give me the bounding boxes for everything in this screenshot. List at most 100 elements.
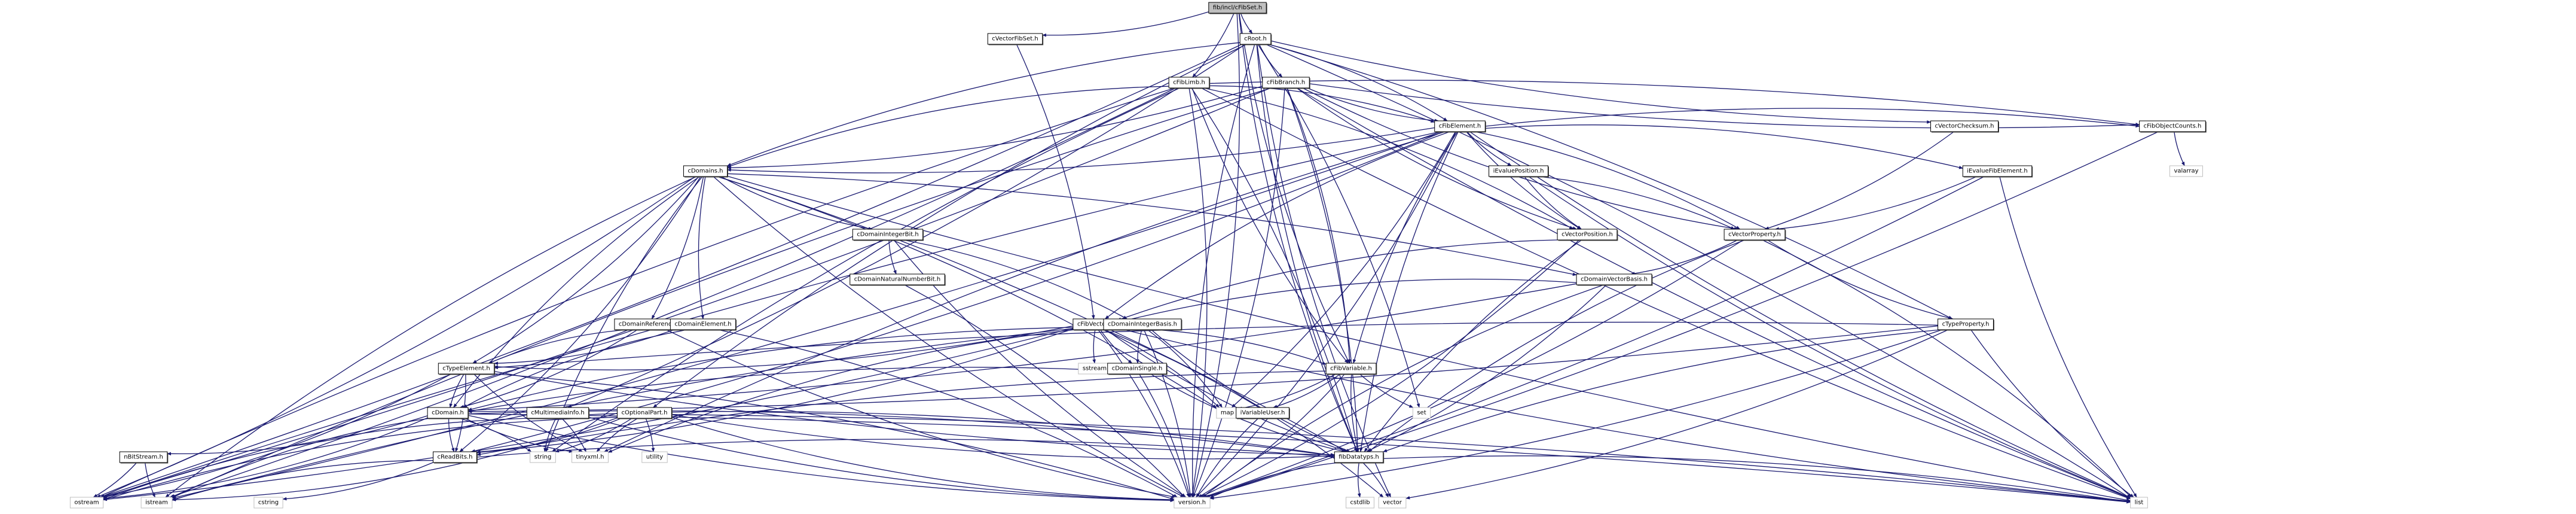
edge-cRoot-to-set [1257,44,1420,408]
node-box[interactable] [987,33,1043,45]
node-box[interactable] [1262,77,1310,89]
node-box[interactable] [1103,318,1182,330]
node-cReadBits[interactable]: cReadBits.h [433,451,478,464]
node-cTypeProperty[interactable]: cTypeProperty.h [1938,318,1994,331]
node-cVectorPosition[interactable]: cVectorPosition.h [1557,229,1618,241]
edge-cRoot-to-cDomains [726,42,1240,166]
node-box[interactable] [1236,407,1289,419]
node-cDomainIntegerBasis[interactable]: cDomainIntegerBasis.h [1103,318,1182,331]
node-cFibLimb[interactable]: cFibLimb.h [1168,77,1211,89]
node-cVectorFibSet[interactable]: cVectorFibSet.h [987,33,1044,45]
node-cFibObjectCounts[interactable]: cFibObjectCounts.h [2139,120,2207,133]
node-cFibElement[interactable]: cFibElement.h [1434,120,1486,133]
edge-cFibLimb-to-cFibObjectCounts [1209,80,2140,126]
node-fibDatatyps[interactable]: fibDatatyps.h [1334,451,1385,464]
node-label: cVectorChecksum.h [1935,123,1994,130]
node-cMultimediaInfo[interactable]: cMultimediaInfo.h [526,407,590,419]
edge-cVectorProperty-to-list [1762,239,2132,498]
node-label: utility [646,454,664,461]
node-box[interactable] [438,363,495,375]
edge-cFibLimb-to-cFibVariable [1191,87,1349,364]
node-label: cDomainVectorBasis.h [1581,276,1648,283]
node-label: cstdlib [1350,500,1370,506]
node-label: cDomains.h [687,168,723,175]
node-label: iEvaluePosition.h [1493,168,1544,175]
node-box[interactable] [1434,120,1486,132]
node-label: iVariableUser.h [1240,410,1285,416]
node-cVectorChecksum[interactable]: cVectorChecksum.h [1930,120,1999,133]
node-label: cReadBits.h [438,454,473,461]
node-box[interactable] [1962,165,2033,177]
node-box[interactable] [852,229,924,241]
edge-cDomains-to-fibDatatyps [717,176,1347,452]
node-box[interactable] [1489,165,1548,177]
node-istream: istream [140,497,173,509]
node-box[interactable] [850,273,945,285]
node-label: fibDatatyps.h [1339,454,1379,461]
node-cDomainSingle[interactable]: cDomainSingle.h [1107,363,1168,375]
node-label: string [534,454,552,461]
edge-cVectorProperty-to-version [1203,239,1744,498]
node-box[interactable] [433,451,477,463]
node-box[interactable] [526,407,589,419]
node-label: nBitStream.h [124,454,163,461]
node-box[interactable] [1325,363,1377,375]
node-label: cVectorProperty.h [1728,232,1781,238]
edge-cRoot-to-list [1265,44,2131,499]
node-cFibSet[interactable]: fib/incl/cFibSet.h [1208,2,1267,14]
edge-cFibBranch-to-istream [170,87,1272,498]
edge-cFibBranch-to-cFibObjectCounts [1309,83,2140,129]
node-box[interactable] [1576,273,1652,285]
node-box[interactable] [1239,33,1272,45]
node-cFibBranch[interactable]: cFibBranch.h [1262,77,1310,89]
node-box [1174,497,1211,509]
edge-cMultimediaInfo-to-version [588,416,1175,502]
node-label: cVectorFibSet.h [992,36,1038,42]
edge-iEvaluePosition-to-cVectorProperty [1538,176,1735,230]
node-label: cDomainNaturalNumberBit.h [854,276,940,283]
edge-cRoot-to-cFibBranch [1258,44,1283,78]
node-box[interactable] [1557,229,1618,241]
node-box[interactable] [683,165,728,177]
node-cFibVariable[interactable]: cFibVariable.h [1325,363,1377,375]
node-box[interactable] [616,407,673,419]
node-box[interactable] [1724,229,1786,241]
node-box[interactable] [1208,2,1267,14]
edge-cFibElement-to-cReadBits [470,131,1444,453]
node-box[interactable] [670,318,737,330]
edge-cOptionalPart-to-istream [172,417,618,501]
node-cDomain[interactable]: cDomain.h [427,407,469,419]
node-box[interactable] [119,451,168,463]
node-cOptionalPart[interactable]: cOptionalPart.h [616,407,673,419]
node-cDomainReference[interactable]: cDomainReference.h [614,318,686,331]
edge-fibDatatyps-to-vector [1362,462,1389,498]
node-iVariableUser[interactable]: iVariableUser.h [1236,407,1290,419]
node-cDomains[interactable]: cDomains.h [683,165,729,178]
node-box[interactable] [1107,363,1167,375]
node-cTypeElement[interactable]: cTypeElement.h [438,363,496,375]
edge-fibDatatyps-to-cstdlib [1357,462,1361,498]
node-box[interactable] [1938,318,1994,330]
node-box[interactable] [1930,120,1999,132]
node-box[interactable] [427,407,469,419]
node-iEvaluePosition[interactable]: iEvaluePosition.h [1489,165,1549,178]
node-cDomainIntegerBit[interactable]: cDomainIntegerBit.h [852,229,924,241]
node-box[interactable] [1334,451,1384,463]
node-cRoot[interactable]: cRoot.h [1239,33,1272,45]
node-box[interactable] [1168,77,1210,89]
edge-cFibElement-to-iEvaluePosition [1466,131,1512,166]
edge-cFibSet-to-cVectorFibSet [1042,11,1209,37]
node-sstream: sstream [1078,363,1111,375]
node-iEvalueFibElement[interactable]: iEvalueFibElement.h [1962,165,2033,178]
edge-cTypeElement-to-tinyxml [473,373,583,452]
node-cDomainVectorBasis[interactable]: cDomainVectorBasis.h [1576,273,1653,286]
edge-cDomain-to-cReadBits [448,418,455,452]
node-cDomainNaturalNumberBit[interactable]: cDomainNaturalNumberBit.h [850,273,946,286]
node-box[interactable] [2139,120,2206,132]
edge-cOptionalPart-to-version [671,416,1175,501]
node-label: cMultimediaInfo.h [531,410,584,416]
node-nBitStream[interactable]: nBitStream.h [119,451,169,464]
node-cVectorProperty[interactable]: cVectorProperty.h [1724,229,1786,241]
node-cDomainElement[interactable]: cDomainElement.h [670,318,737,331]
node-label: cDomainSingle.h [1112,366,1163,372]
